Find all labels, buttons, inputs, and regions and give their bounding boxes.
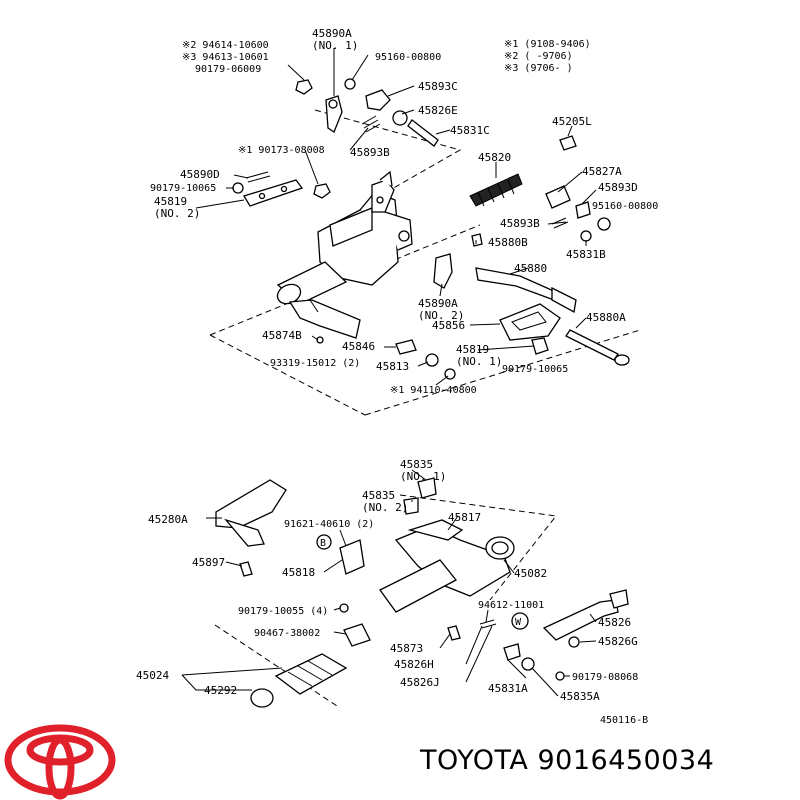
label-45893d: 45893D: [598, 181, 638, 194]
label-90179-10065-left: 90179-10065: [150, 183, 216, 194]
label-45846: 45846: [342, 340, 375, 353]
label-45831b: 45831B: [566, 248, 606, 261]
label-45890d: 45890D: [180, 168, 220, 181]
label-45890a-mid-no: (NO. 2): [418, 309, 464, 322]
lower-column-housing: [215, 477, 629, 708]
label-45819-left-no: (NO. 2): [154, 207, 200, 220]
upper-column-housing: [276, 170, 413, 339]
label-45835-no2-no: (NO. 2): [362, 501, 408, 514]
legend-note-2: ※2 ( -9706): [504, 51, 573, 62]
label-45890a-top-no: (NO. 1): [312, 39, 358, 52]
label-45890a-top: 45890A: [312, 27, 352, 40]
label-45082: 45082: [514, 567, 547, 580]
label-45205l: 45205L: [552, 115, 592, 128]
label-45826h: 45826H: [394, 658, 434, 671]
label-45820: 45820: [478, 151, 511, 164]
toyota-logo: [4, 724, 116, 800]
label-45819-left: 45819: [154, 195, 187, 208]
label-note2-94614: ※2 94614-10600: [182, 40, 269, 51]
label-note1-94110: ※1 94110-40800: [390, 385, 477, 396]
lower-assembly-boundary: [214, 494, 557, 709]
label-45880: 45880: [514, 262, 547, 275]
label-45826g: 45826G: [598, 635, 638, 648]
label-45280a: 45280A: [148, 513, 188, 526]
tilt-spring-parts: [316, 135, 630, 380]
label-45873: 45873: [390, 642, 423, 655]
label-note3-94613: ※3 94613-10601: [182, 52, 269, 63]
label-45890a-mid: 45890A: [418, 297, 458, 310]
label-45024: 45024: [136, 669, 169, 682]
label-note1-90173: ※1 90173-08008: [238, 145, 325, 156]
label-93319-15012: 93319-15012 (2): [270, 358, 360, 369]
label-90179-10055: 90179-10055 (4): [238, 606, 328, 617]
label-45831a: 45831A: [488, 682, 528, 695]
marker-w: W: [515, 617, 522, 628]
label-45897: 45897: [192, 556, 225, 569]
label-45818: 45818: [282, 566, 315, 579]
label-45827a: 45827A: [582, 165, 622, 178]
label-45835-no2: 45835: [362, 489, 395, 502]
label-45893b: 45893B: [350, 146, 390, 159]
label-45826: 45826: [598, 616, 631, 629]
label-45835a: 45835A: [560, 690, 600, 703]
label-91621-40610: 91621-40610 (2): [284, 519, 374, 530]
label-90467-38002: 90467-38002: [254, 628, 320, 639]
leader-lines: [181, 48, 597, 697]
label-45292: 45292: [204, 684, 237, 697]
label-90179-08068: 90179-08068: [572, 672, 638, 683]
top-small-parts: [232, 78, 439, 207]
label-94612-11001: 94612-11001: [478, 600, 544, 611]
label-45819-mid-no: (NO. 1): [456, 355, 502, 368]
label-45826j: 45826J: [400, 676, 440, 689]
label-90179-10065-mid: 90179-10065: [502, 364, 568, 375]
label-45831c: 45831C: [450, 124, 490, 137]
label-45817: 45817: [448, 511, 481, 524]
legend-note-1: ※1 (9108-9406): [504, 39, 591, 50]
label-45856: 45856: [432, 319, 465, 332]
label-45893b-right: 45893B: [500, 217, 540, 230]
label-45835-no1-no: (NO. 1): [400, 470, 446, 483]
label-45835-no1: 45835: [400, 458, 433, 471]
label-90179-06009: 90179-06009: [195, 64, 261, 75]
diagram-id: 450116-B: [600, 715, 648, 726]
label-45826e: 45826E: [418, 104, 458, 117]
label-95160-00800-right: 95160-00800: [592, 201, 658, 212]
legend-note-3: ※3 (9706- ): [504, 63, 573, 74]
label-45880b: 45880B: [488, 236, 528, 249]
label-45880a: 45880A: [586, 311, 626, 324]
label-45813: 45813: [376, 360, 409, 373]
label-45893c: 45893C: [418, 80, 458, 93]
label-45819-mid: 45819: [456, 343, 489, 356]
brand-part-number: TOYOTA 9016450034: [420, 745, 715, 776]
label-95160-00800-top: 95160-00800: [375, 52, 441, 63]
callout-labels: 45890A (NO. 1) ※2 94614-10600 ※3 94613-1…: [136, 27, 658, 726]
label-45874b: 45874B: [262, 329, 302, 342]
marker-b: B: [320, 538, 326, 549]
